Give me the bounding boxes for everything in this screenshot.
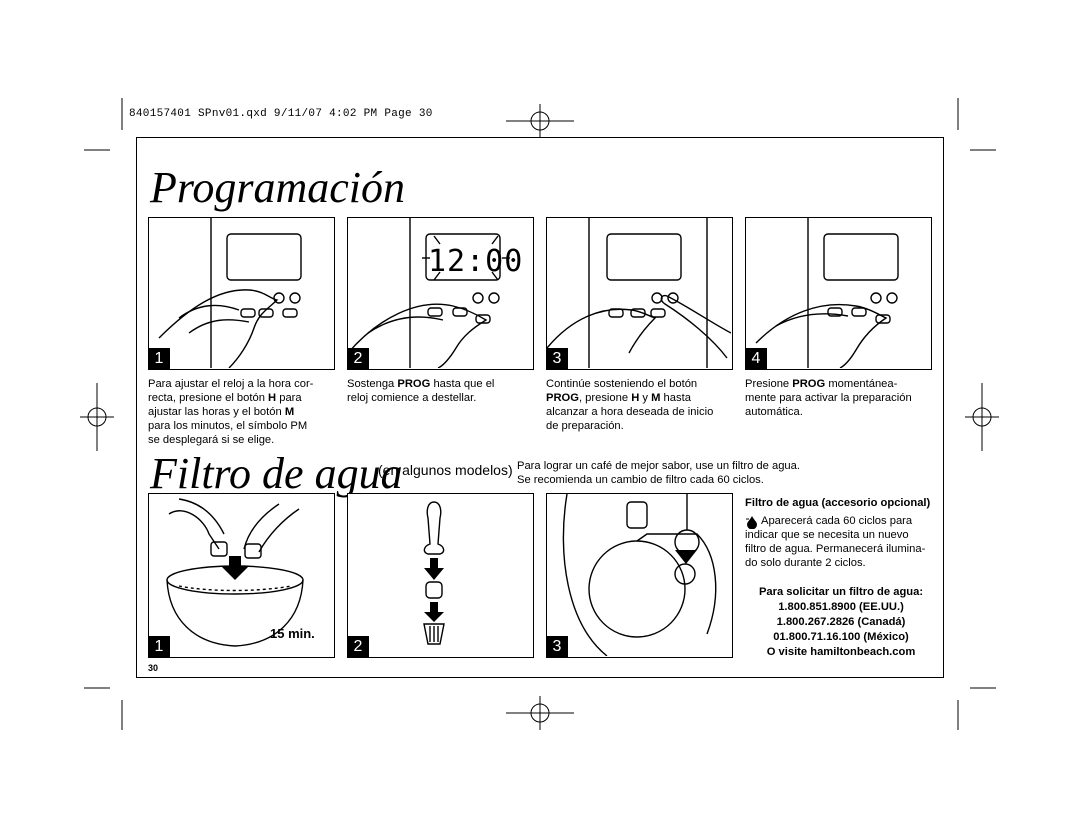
- step-3-illustration: [546, 217, 733, 370]
- step-2-illustration: [347, 217, 534, 370]
- step-3-caption: Continúe sosteniendo el botón PROG, pres…: [546, 378, 714, 432]
- filter-insert-reservoir-illustration: [562, 494, 717, 657]
- water-drop-icon: [746, 516, 757, 529]
- step-2-number: 2: [347, 348, 369, 370]
- filter-soaking-illustration: [166, 498, 304, 647]
- filter-assembly-illustration: [423, 501, 445, 645]
- two-hands-pressing-illustration: [547, 218, 732, 368]
- filter-step-2-illustration: [347, 493, 534, 658]
- website-text: O visite hamiltonbeach.com: [766, 646, 916, 658]
- phone-list: 1.800.851.8900 (EE.UU.) 1.800.267.2826 (…: [745, 600, 937, 660]
- file-slug: 840157401 SPnv01.qxd 9/11/07 4:02 PM Pag…: [129, 108, 433, 120]
- page-number: 30: [148, 663, 159, 673]
- page-frame: [136, 137, 944, 678]
- step-1-number: 1: [148, 348, 170, 370]
- filter-intro-text: Para lograr un café de mejor sabor, use …: [517, 460, 800, 486]
- step-2-caption: Sostenga PROG hasta que el reloj comienc…: [347, 378, 495, 404]
- step-1-illustration: [148, 217, 335, 370]
- soak-time-label: 15 min.: [270, 626, 315, 641]
- hand-pressing-prog-illustration: [755, 218, 899, 369]
- accessory-heading: Filtro de agua (accesorio opcional): [745, 497, 931, 509]
- section-title-filtro-de-agua: Filtro de agua: [150, 449, 403, 498]
- filter-step-1-illustration: [148, 493, 335, 658]
- step-1-caption: Para ajustar el reloj a la hora cor- rec…: [148, 378, 314, 446]
- accessory-text: Aparecerá cada 60 ciclos para indicar qu…: [745, 515, 926, 569]
- filter-step-3-number: 3: [546, 636, 568, 658]
- section-title-programacion: Programación: [150, 163, 406, 212]
- flashing-clock-illustration: [348, 218, 510, 369]
- filter-step-3-illustration: [546, 493, 733, 658]
- step-4-illustration: [745, 217, 932, 370]
- phone-usa: 1.800.851.8900 (EE.UU.): [778, 601, 904, 613]
- step-3-number: 3: [546, 348, 568, 370]
- order-heading: Para solicitar un filtro de agua:: [758, 586, 924, 598]
- section-subtitle: (en algunos modelos): [378, 462, 513, 478]
- step-4-number: 4: [745, 348, 767, 370]
- phone-canada: 1.800.267.2826 (Canadá): [776, 616, 906, 628]
- filter-step-2-number: 2: [347, 636, 369, 658]
- step-4-caption: Presione PROG momentánea- mente para act…: [745, 378, 912, 418]
- phone-mexico: 01.800.71.16.100 (México): [773, 631, 909, 643]
- hand-pressing-button-illustration: [158, 218, 302, 369]
- filter-step-1-number: 1: [148, 636, 170, 658]
- flashing-clock-display: 12:00: [428, 244, 524, 279]
